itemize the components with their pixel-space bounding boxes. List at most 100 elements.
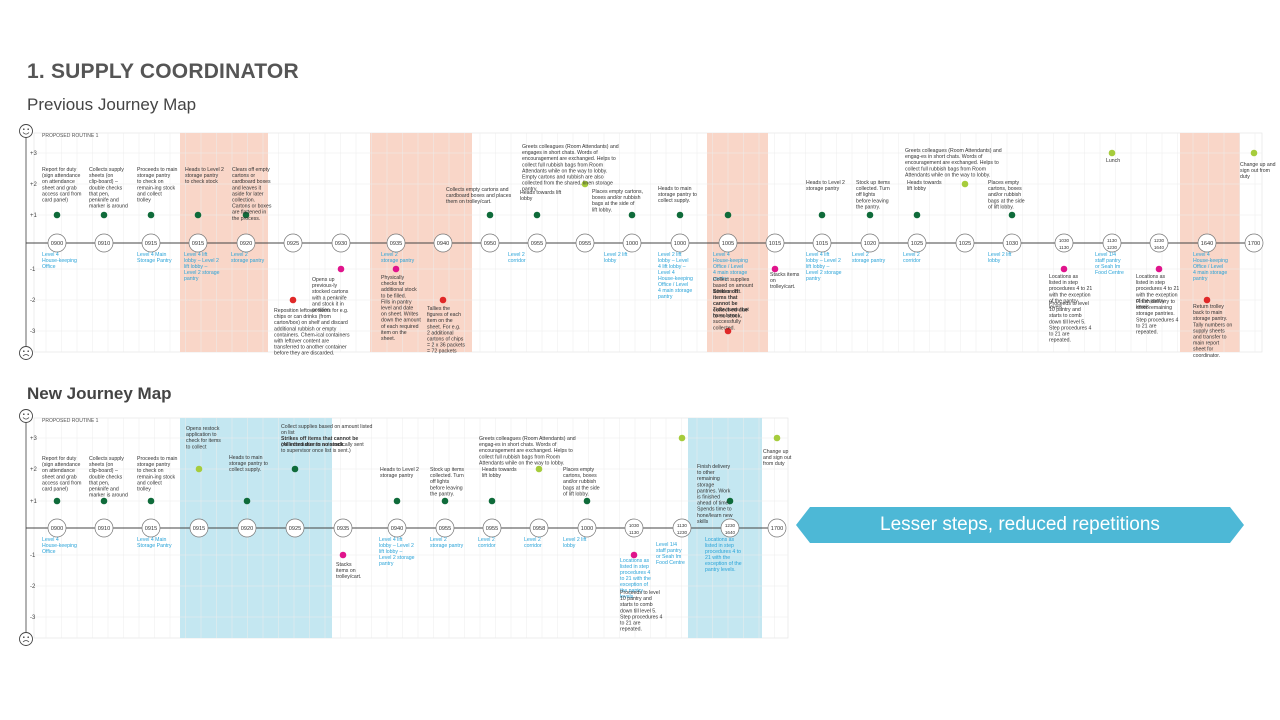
time-node-label: 1025: [911, 241, 923, 247]
prev-time-node: 1700: [1244, 233, 1264, 253]
prev-emotion-dot: [628, 211, 636, 219]
prev-emotion-dot: [1108, 149, 1116, 157]
smiley-eye: [23, 413, 25, 416]
time-node-label: 1015: [769, 241, 781, 247]
callout-text: Lesser steps, reduced repetitions: [880, 514, 1160, 535]
time-node-label: 0915: [145, 526, 157, 532]
new-emotion-dot: [630, 551, 638, 559]
smiley-eye: [23, 128, 25, 130]
time-node-label: 1005: [722, 241, 734, 247]
prev-time-node: 0920: [236, 233, 256, 253]
frown-mouth: [22, 354, 30, 357]
time-node-label: 0955: [486, 526, 498, 532]
time-node-label: 1030: [1006, 241, 1018, 247]
prev-emotion-dot: [913, 211, 921, 219]
smiley-eye: [27, 128, 30, 130]
prev-time-node: 1025: [907, 233, 927, 253]
time-node-circle: [285, 518, 305, 538]
prev-level-label: +2: [30, 182, 38, 188]
frown-icon: [19, 346, 33, 360]
new-map-heading: New Journey Map: [27, 384, 172, 403]
new-time-node: 0955: [435, 518, 455, 538]
time-node-label: 0920: [240, 241, 252, 247]
time-node-label: 1230: [677, 530, 688, 535]
prev-time-node: 0915: [188, 233, 208, 253]
time-node-label: 1230: [1107, 245, 1118, 250]
prev-emotion-dot: [100, 211, 108, 219]
time-node-circle: [94, 518, 114, 538]
time-node-circle: [480, 233, 500, 253]
time-node-circle: [387, 518, 407, 538]
prev-emotion-dot: [242, 211, 250, 219]
prev-time-node: 0955: [575, 233, 595, 253]
new-level-label: -2: [30, 584, 36, 590]
time-node-circle: [47, 518, 67, 538]
time-node-label: 1130: [629, 530, 639, 535]
new-level-label: -1: [30, 553, 36, 559]
prev-emotion-dot: [676, 211, 684, 219]
time-node-label: 1640: [1154, 245, 1165, 250]
prev-time-node: 0925: [283, 233, 303, 253]
new-emotion-dot: [147, 497, 155, 505]
prev-emotion-dot: [1250, 149, 1258, 157]
time-node-circle: [47, 233, 67, 253]
time-node-circle: [812, 233, 832, 253]
prev-time-node: 0900: [47, 233, 67, 253]
time-node-label: 0930: [335, 241, 347, 247]
smiley-eye: [27, 413, 30, 416]
prev-emotion-dot: [439, 296, 447, 304]
prev-emotion-dot: [961, 180, 969, 188]
time-node-circle: [767, 518, 787, 538]
time-node-label: 1230: [1154, 238, 1165, 243]
time-node-label: 0935: [390, 241, 402, 247]
time-node-label: 1000: [674, 241, 686, 247]
prev-time-node: 1015: [812, 233, 832, 253]
time-node-label: 0900: [51, 526, 63, 532]
time-node-circle: [1244, 233, 1264, 253]
prev-time-node: 1025: [955, 233, 975, 253]
smiley-face: [19, 409, 33, 423]
frown-face: [19, 346, 33, 360]
new-emotion-dot: [195, 465, 203, 473]
time-node-label: 0958: [533, 526, 545, 532]
time-node-label: 1000: [581, 526, 593, 532]
prev-emotion-dot: [1008, 211, 1016, 219]
time-node-label: 0935: [337, 526, 349, 532]
prev-time-node: 1000: [622, 233, 642, 253]
prev-level-label: -2: [30, 298, 36, 304]
frown-mouth: [22, 640, 30, 643]
prev-time-node: 0915: [141, 233, 161, 253]
new-emotion-dot: [488, 497, 496, 505]
new-time-node: 0900: [47, 518, 67, 538]
time-node-circle: [189, 518, 209, 538]
time-node-label: 0950: [484, 241, 496, 247]
time-node-circle: [907, 233, 927, 253]
prev-emotion-dot: [818, 211, 826, 219]
time-node-circle: [1102, 233, 1122, 253]
prev-emotion-dot: [771, 265, 779, 273]
new-emotion-dot: [535, 465, 543, 473]
time-node-label: 1030: [1059, 238, 1070, 243]
prev-level-label: -3: [30, 329, 36, 335]
prev-emotion-dot: [486, 211, 494, 219]
